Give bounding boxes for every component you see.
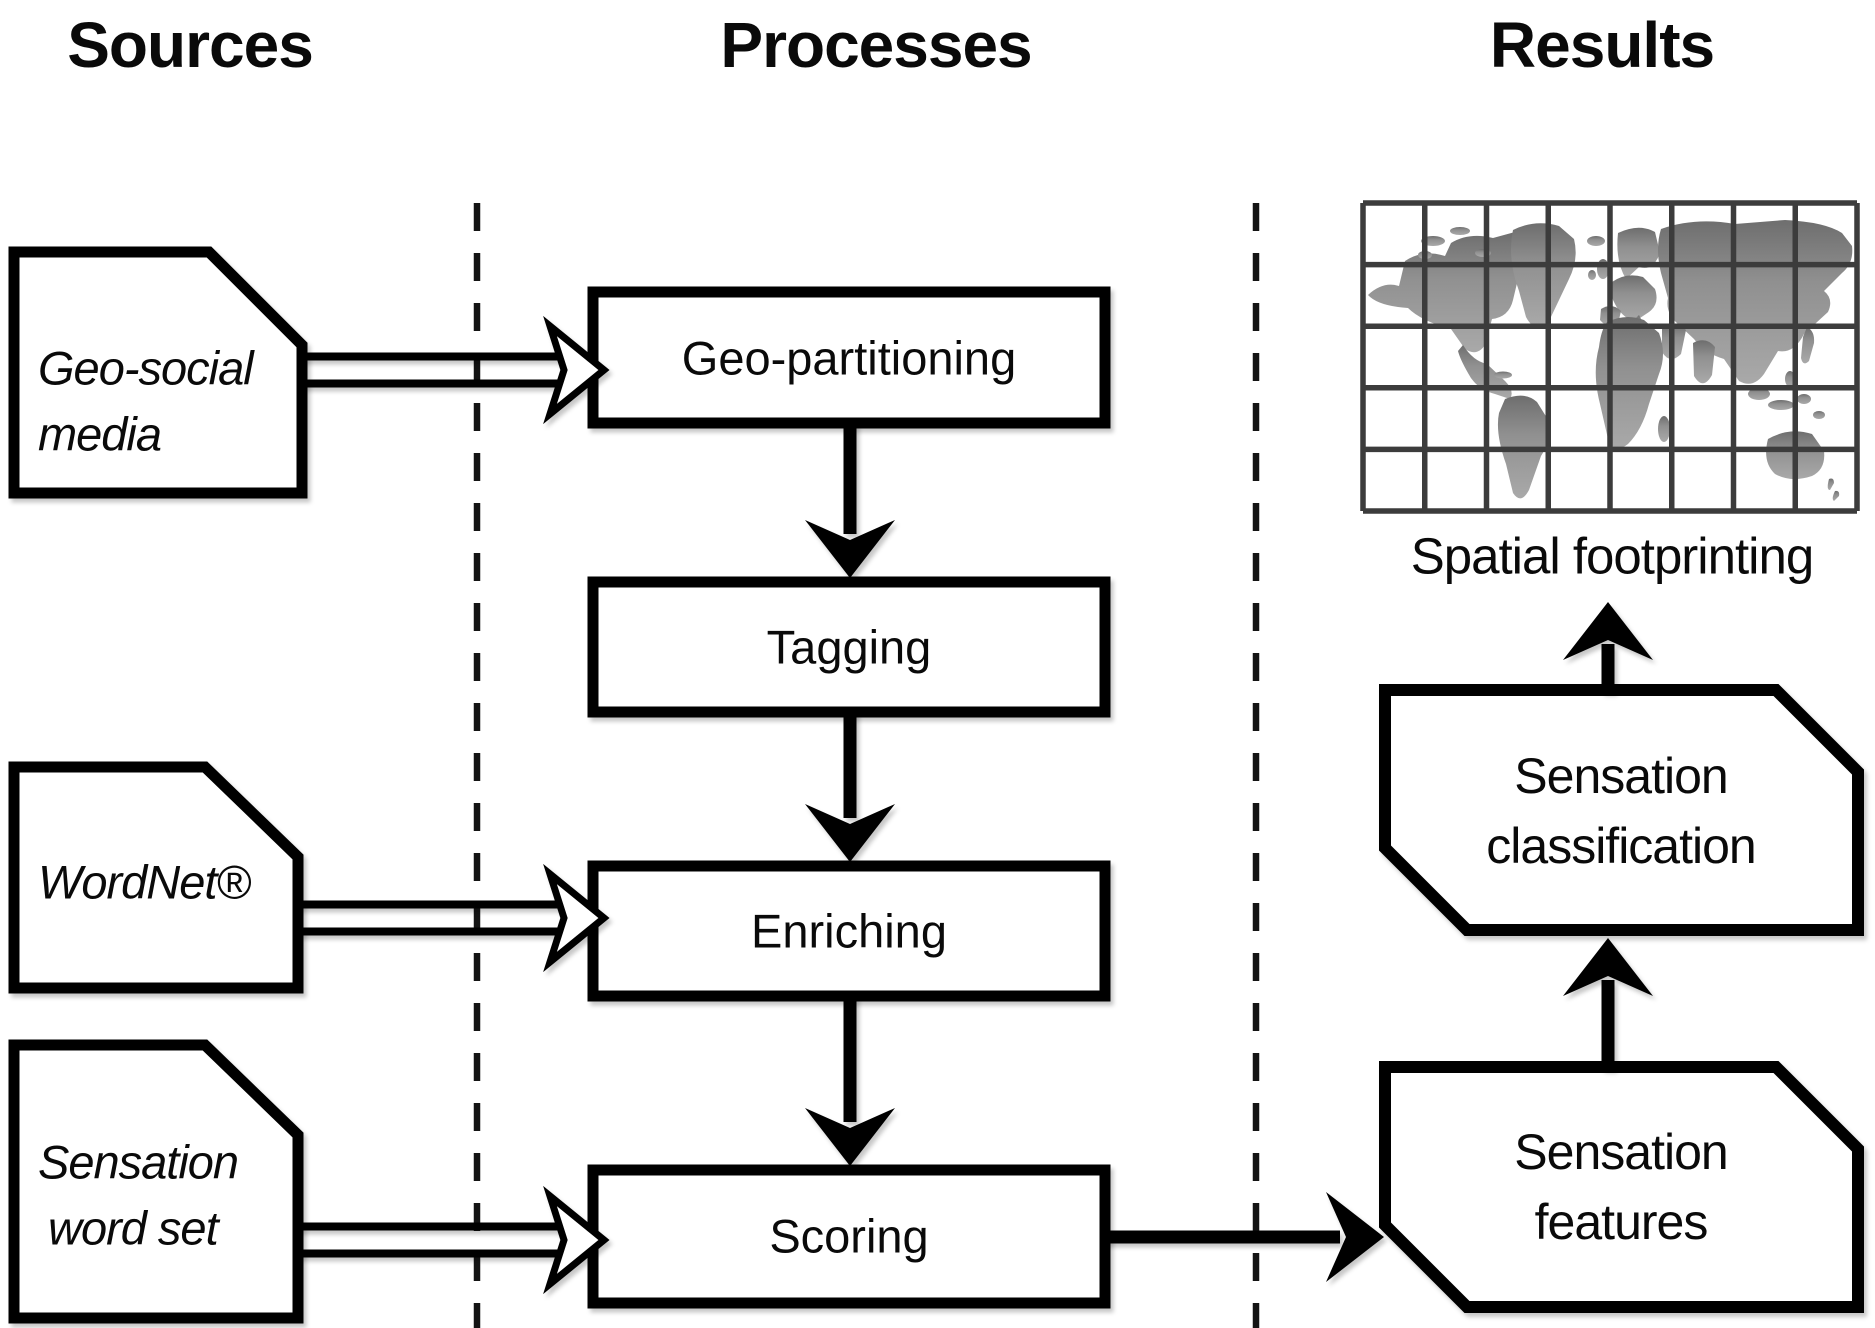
box-wordnet <box>8 761 304 994</box>
geo-social-media-label-line1: Geo-social <box>38 341 254 395</box>
geo-social-media-label-line2: media <box>38 407 162 461</box>
source-input-arrows <box>296 315 610 1295</box>
geo-partitioning-label: Geo-partitioning <box>681 331 1017 385</box>
spatial-footprinting-caption: Spatial footprinting <box>1410 527 1814 585</box>
wordnet-label: WordNet® <box>38 855 251 909</box>
box-sensation-classification <box>1379 684 1864 936</box>
column-header-results: Results <box>1489 9 1715 81</box>
world-map <box>1360 200 1860 514</box>
column-header-sources: Sources <box>67 9 314 81</box>
tagging-label: Tagging <box>766 620 932 674</box>
column-divider-lines <box>473 203 1260 1328</box>
sensation-word-set-label-line2: word set <box>48 1201 219 1255</box>
sensation-word-set-label-line1: Sensation <box>38 1135 239 1189</box>
box-geo-social-media <box>8 246 308 499</box>
sensation-features-label-line2: features <box>1534 1194 1709 1250</box>
map-grid <box>1360 200 1860 514</box>
sensation-features-label-line1: Sensation <box>1514 1124 1728 1180</box>
box-enriching <box>587 860 1111 1002</box>
process-flow-arrows <box>805 423 1653 1282</box>
scoring-label: Scoring <box>769 1209 929 1263</box>
sensation-classification-label-line1: Sensation <box>1514 748 1728 804</box>
sensation-classification-label-line2: classification <box>1486 818 1756 874</box>
enriching-label: Enriching <box>751 904 947 958</box>
column-header-processes: Processes <box>720 9 1032 81</box>
box-sensation-features <box>1379 1061 1864 1313</box>
